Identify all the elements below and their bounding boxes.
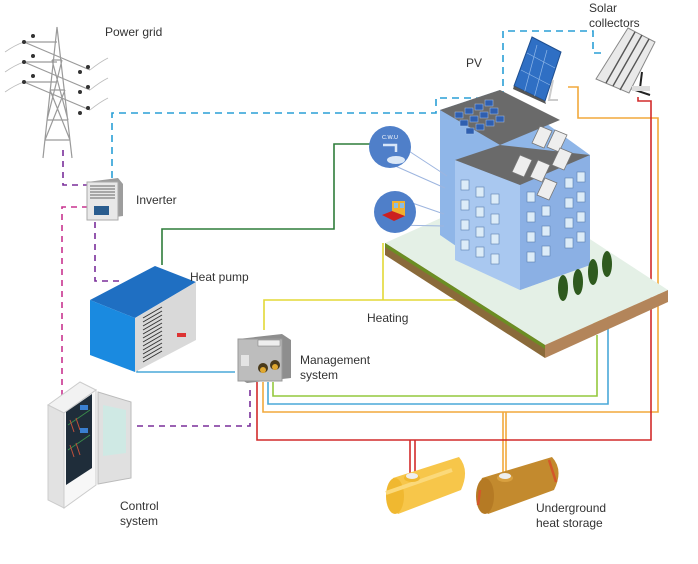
label-power-grid: Power grid bbox=[105, 25, 163, 39]
label-solar-collectors: Solar collectors bbox=[589, 1, 640, 31]
floor-heating-icon bbox=[374, 191, 445, 233]
tap-water-icon: C.W.U bbox=[369, 126, 448, 189]
cwu-badge: C.W.U bbox=[382, 135, 398, 141]
storage-tank-icon bbox=[385, 457, 559, 514]
label-management-system: Management system bbox=[300, 353, 370, 383]
connector-inverter-heatpump bbox=[94, 222, 120, 282]
label-heat-storage: Underground heat storage bbox=[536, 501, 606, 531]
connection-lines bbox=[61, 30, 659, 475]
connector-heatpump-cwu bbox=[161, 143, 370, 265]
inverter-icon bbox=[86, 178, 123, 221]
label-control-line2: system bbox=[120, 514, 159, 528]
label-heat-pump: Heat pump bbox=[190, 270, 249, 284]
heat-pump-icon bbox=[90, 266, 196, 372]
pump-box-icon bbox=[237, 334, 291, 383]
label-control-line1: Control bbox=[120, 499, 159, 513]
trees bbox=[558, 251, 612, 301]
storage-tank-2 bbox=[476, 457, 559, 514]
connector-heatpump-management bbox=[136, 368, 235, 373]
roof-pv-array bbox=[454, 99, 505, 135]
roof-collectors bbox=[511, 125, 573, 201]
connector-management-storage-red bbox=[256, 97, 652, 475]
storage-tank-1 bbox=[385, 457, 466, 514]
label-heat-storage-line2: heat storage bbox=[536, 516, 603, 530]
label-inverter: Inverter bbox=[136, 193, 177, 207]
label-solar-collectors-line1: Solar bbox=[589, 1, 618, 15]
control-cabinet-icon bbox=[47, 381, 132, 509]
label-solar-collectors-line2: collectors bbox=[589, 16, 640, 30]
connector-inverter-control bbox=[61, 206, 88, 398]
connector-management-groundloop-lime bbox=[272, 335, 598, 397]
label-pv: PV bbox=[466, 56, 483, 70]
connector-pv-inverter bbox=[111, 97, 505, 178]
label-heating: Heating bbox=[367, 311, 409, 325]
connector-management-solar-orange bbox=[262, 86, 659, 475]
label-management-line2: system bbox=[300, 368, 339, 382]
connector-collectors-pv bbox=[502, 30, 604, 98]
connector-grid-inverter bbox=[62, 150, 88, 186]
label-heat-storage-line1: Underground bbox=[536, 501, 607, 515]
connector-control-management bbox=[137, 385, 251, 427]
power-tower-icon bbox=[4, 26, 109, 159]
building-icon bbox=[385, 90, 668, 358]
solar-panel-icon bbox=[513, 36, 562, 104]
label-control-system: Control system bbox=[120, 499, 159, 529]
solar-collector-icon bbox=[595, 27, 656, 96]
label-management-line1: Management bbox=[300, 353, 371, 367]
